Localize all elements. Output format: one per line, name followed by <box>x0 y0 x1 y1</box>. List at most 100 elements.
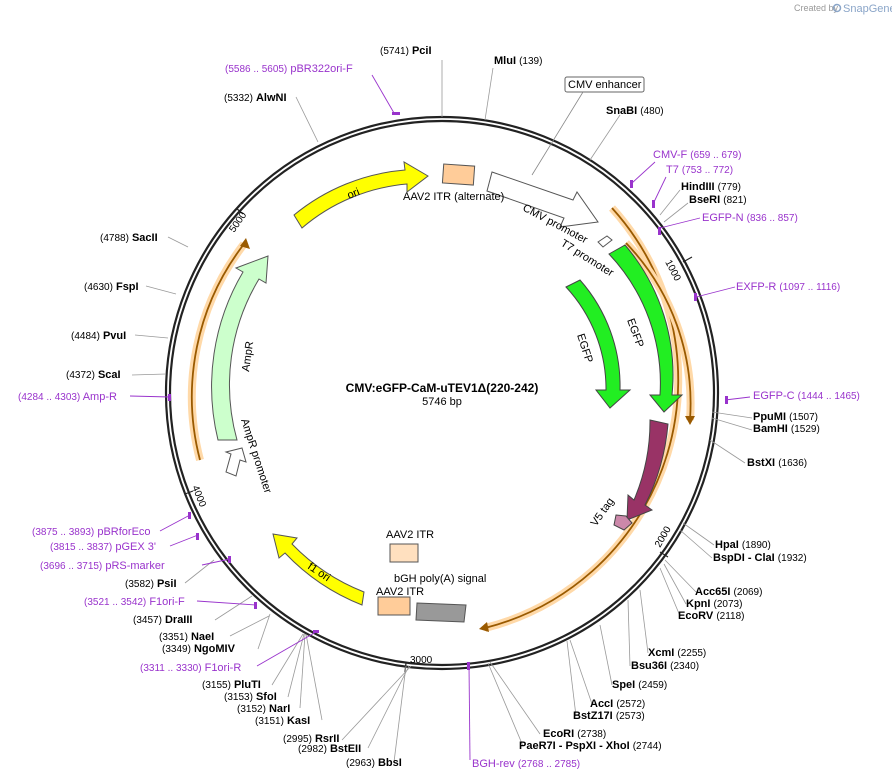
egfp-outer-label: EGFP <box>624 317 646 349</box>
site-rsrii[interactable]: (2995) RsrII <box>283 733 339 745</box>
primer-exfp-r[interactable]: EXFP-R (1097 .. 1116) <box>736 281 840 293</box>
site-ecorv[interactable]: EcoRV (2118) <box>678 610 745 622</box>
plasmid-length: 5746 bp <box>422 396 462 408</box>
tick-label-5000: 5000 <box>227 210 249 235</box>
tick-4000: 4000 <box>184 484 208 509</box>
site-sfoi[interactable]: (3153) SfoI <box>224 691 277 703</box>
svg-text:(2995) RsrII: (2995) RsrII <box>283 733 339 745</box>
svg-text:(4372) ScaI: (4372) ScaI <box>66 369 121 381</box>
cmv-enhancer-leader <box>531 91 584 176</box>
site-draiii[interactable]: (3457) DraIII <box>133 614 192 626</box>
v5-tag-feature[interactable] <box>613 514 633 531</box>
calmodulin-feature[interactable] <box>626 419 669 521</box>
primer-pgex-3[interactable]: (3815 .. 3837) pGEX 3' <box>50 541 156 553</box>
svg-text:KpnI (2073): KpnI (2073) <box>686 598 742 610</box>
site-ecori[interactable]: EcoRI (2738) <box>543 728 606 740</box>
primer-cmv-f[interactable]: CMV-F (659 .. 679) <box>653 149 741 161</box>
egfp-inner-feature[interactable] <box>565 279 632 409</box>
svg-text:SpeI (2459): SpeI (2459) <box>612 679 667 691</box>
site-bstz17i[interactable]: BstZ17I (2573) <box>573 710 645 722</box>
site-fspi[interactable]: (4630) FspI <box>84 281 139 293</box>
ori-feature[interactable] <box>293 161 429 229</box>
v5-tag-label: V5 tag <box>589 496 617 529</box>
svg-text:EXFP-R (1097 .. 1116): EXFP-R (1097 .. 1116) <box>736 281 840 293</box>
site-acci[interactable]: AccI (2572) <box>590 698 645 710</box>
svg-text:(4630) FspI: (4630) FspI <box>84 281 139 293</box>
svg-text:(3155) PluTI: (3155) PluTI <box>202 679 261 691</box>
site-acc65i[interactable]: Acc65I (2069) <box>695 586 762 598</box>
primer-egfp-n[interactable]: EGFP-N (836 .. 857) <box>702 212 798 224</box>
aav2-itr-alternate-feature[interactable] <box>441 163 476 186</box>
site-naei[interactable]: (3351) NaeI <box>159 631 214 643</box>
svg-text:(3582) PsiI: (3582) PsiI <box>125 578 177 590</box>
svg-text:(3815 .. 3837) pGEX 3': (3815 .. 3837) pGEX 3' <box>50 541 156 553</box>
site-hindiii[interactable]: HindIII (779) <box>681 181 741 193</box>
primer-amp-r[interactable]: (4284 .. 4303) Amp-R <box>18 391 117 403</box>
svg-text:BGH-rev (2768 .. 2785): BGH-rev (2768 .. 2785) <box>472 758 580 770</box>
site-bstxi[interactable]: BstXI (1636) <box>747 457 807 469</box>
svg-text:PpuMI (1507): PpuMI (1507) <box>753 411 818 423</box>
site-bsteii[interactable]: (2982) BstEII <box>298 743 361 755</box>
site-snabi[interactable]: SnaBI (480) <box>606 105 664 117</box>
bgh-polya-feature[interactable] <box>415 602 467 623</box>
cmv-enhancer-label: CMV enhancer <box>568 79 642 91</box>
f1-ori-feature[interactable] <box>272 533 365 606</box>
site-ngomiv[interactable]: (3349) NgoMIV <box>162 643 236 655</box>
site-xcmi[interactable]: XcmI (2255) <box>648 647 706 659</box>
primer-egfp-c[interactable]: EGFP-C (1444 .. 1465) <box>753 390 860 402</box>
aav2-itr-1-feature[interactable] <box>389 543 419 563</box>
primer-bgh-rev[interactable]: BGH-rev (2768 .. 2785) <box>472 758 580 770</box>
svg-text:HindIII (779): HindIII (779) <box>681 181 741 193</box>
cmv-promoter-feature[interactable] <box>486 171 599 228</box>
site-kpni[interactable]: KpnI (2073) <box>686 598 742 610</box>
cmv-enhancer-box[interactable] <box>564 76 645 93</box>
orf-arrow-outer-head <box>479 622 489 632</box>
primer-pbrforeco[interactable]: (3875 .. 3893) pBRforEco <box>32 526 151 538</box>
site-alwni[interactable]: (5332) AlwNI <box>224 92 287 104</box>
site-bseri[interactable]: BseRI (821) <box>689 194 747 206</box>
orf-arrow-inner[interactable] <box>625 242 692 421</box>
ampr-promoter-feature[interactable] <box>224 447 247 477</box>
site-mlui[interactable]: MluI (139) <box>494 55 542 67</box>
primer-f1ori-f[interactable]: (3521 .. 3542) F1ori-F <box>84 596 185 608</box>
site-leaders <box>131 60 753 763</box>
site-pcii[interactable]: (5741) PciI <box>380 45 432 57</box>
svg-text:(2982) BstEII: (2982) BstEII <box>298 743 361 755</box>
site-sacii[interactable]: (4788) SacII <box>100 232 158 244</box>
primer-t7[interactable]: T7 (753 .. 772) <box>666 164 733 176</box>
site-nari[interactable]: (3152) NarI <box>237 703 290 715</box>
svg-text:EcoRV (2118): EcoRV (2118) <box>678 610 745 622</box>
backbone-inner-ring <box>168 119 716 667</box>
egfp-inner-label: EGFP <box>574 332 595 364</box>
site-bamhi[interactable]: BamHI (1529) <box>753 423 820 435</box>
site-bsu36i[interactable]: Bsu36I (2340) <box>631 660 699 672</box>
site-hpai[interactable]: HpaI (1890) <box>715 539 771 551</box>
svg-text:BstXI (1636): BstXI (1636) <box>747 457 807 469</box>
primer-pbr322ori-f[interactable]: (5586 .. 5605) pBR322ori-F <box>225 63 353 75</box>
site-paer7i-pspxi-xhoi[interactable]: PaeR7I - PspXI - XhoI (2744) <box>519 740 662 752</box>
svg-text:EGFP-N (836 .. 857): EGFP-N (836 .. 857) <box>702 212 798 224</box>
site-spei[interactable]: SpeI (2459) <box>612 679 667 691</box>
site-pvui[interactable]: (4484) PvuI <box>71 330 126 342</box>
site-kasi[interactable]: (3151) KasI <box>255 715 310 727</box>
primer-f1ori-r[interactable]: (3311 .. 3330) F1ori-R <box>140 662 241 674</box>
svg-text:(4484) PvuI: (4484) PvuI <box>71 330 126 342</box>
site-psii[interactable]: (3582) PsiI <box>125 578 177 590</box>
primer-prs-marker[interactable]: (3696 .. 3715) pRS-marker <box>40 560 165 572</box>
site-bspdi-clai[interactable]: BspDI - ClaI (1932) <box>713 552 807 564</box>
primers: (5586 .. 5605) pBR322ori-F CMV-F (659 ..… <box>18 63 860 770</box>
orf-arrow-left[interactable] <box>190 243 245 461</box>
svg-text:(3153) SfoI: (3153) SfoI <box>224 691 277 703</box>
site-pluti[interactable]: (3155) PluTI <box>202 679 261 691</box>
site-bbsi[interactable]: (2963) BbsI <box>346 757 402 769</box>
aav2-itr-2-feature[interactable] <box>377 596 411 616</box>
primer-marks <box>168 112 728 670</box>
ampr-feature[interactable] <box>211 255 269 441</box>
svg-text:PaeR7I - PspXI - XhoI (2744): PaeR7I - PspXI - XhoI (2744) <box>519 740 662 752</box>
site-ppumi[interactable]: PpuMI (1507) <box>753 411 818 423</box>
ori-label: ori <box>346 186 362 202</box>
site-scai[interactable]: (4372) ScaI <box>66 369 121 381</box>
t7-promoter-feature[interactable] <box>597 235 613 248</box>
egfp-outer-feature[interactable] <box>608 244 684 413</box>
